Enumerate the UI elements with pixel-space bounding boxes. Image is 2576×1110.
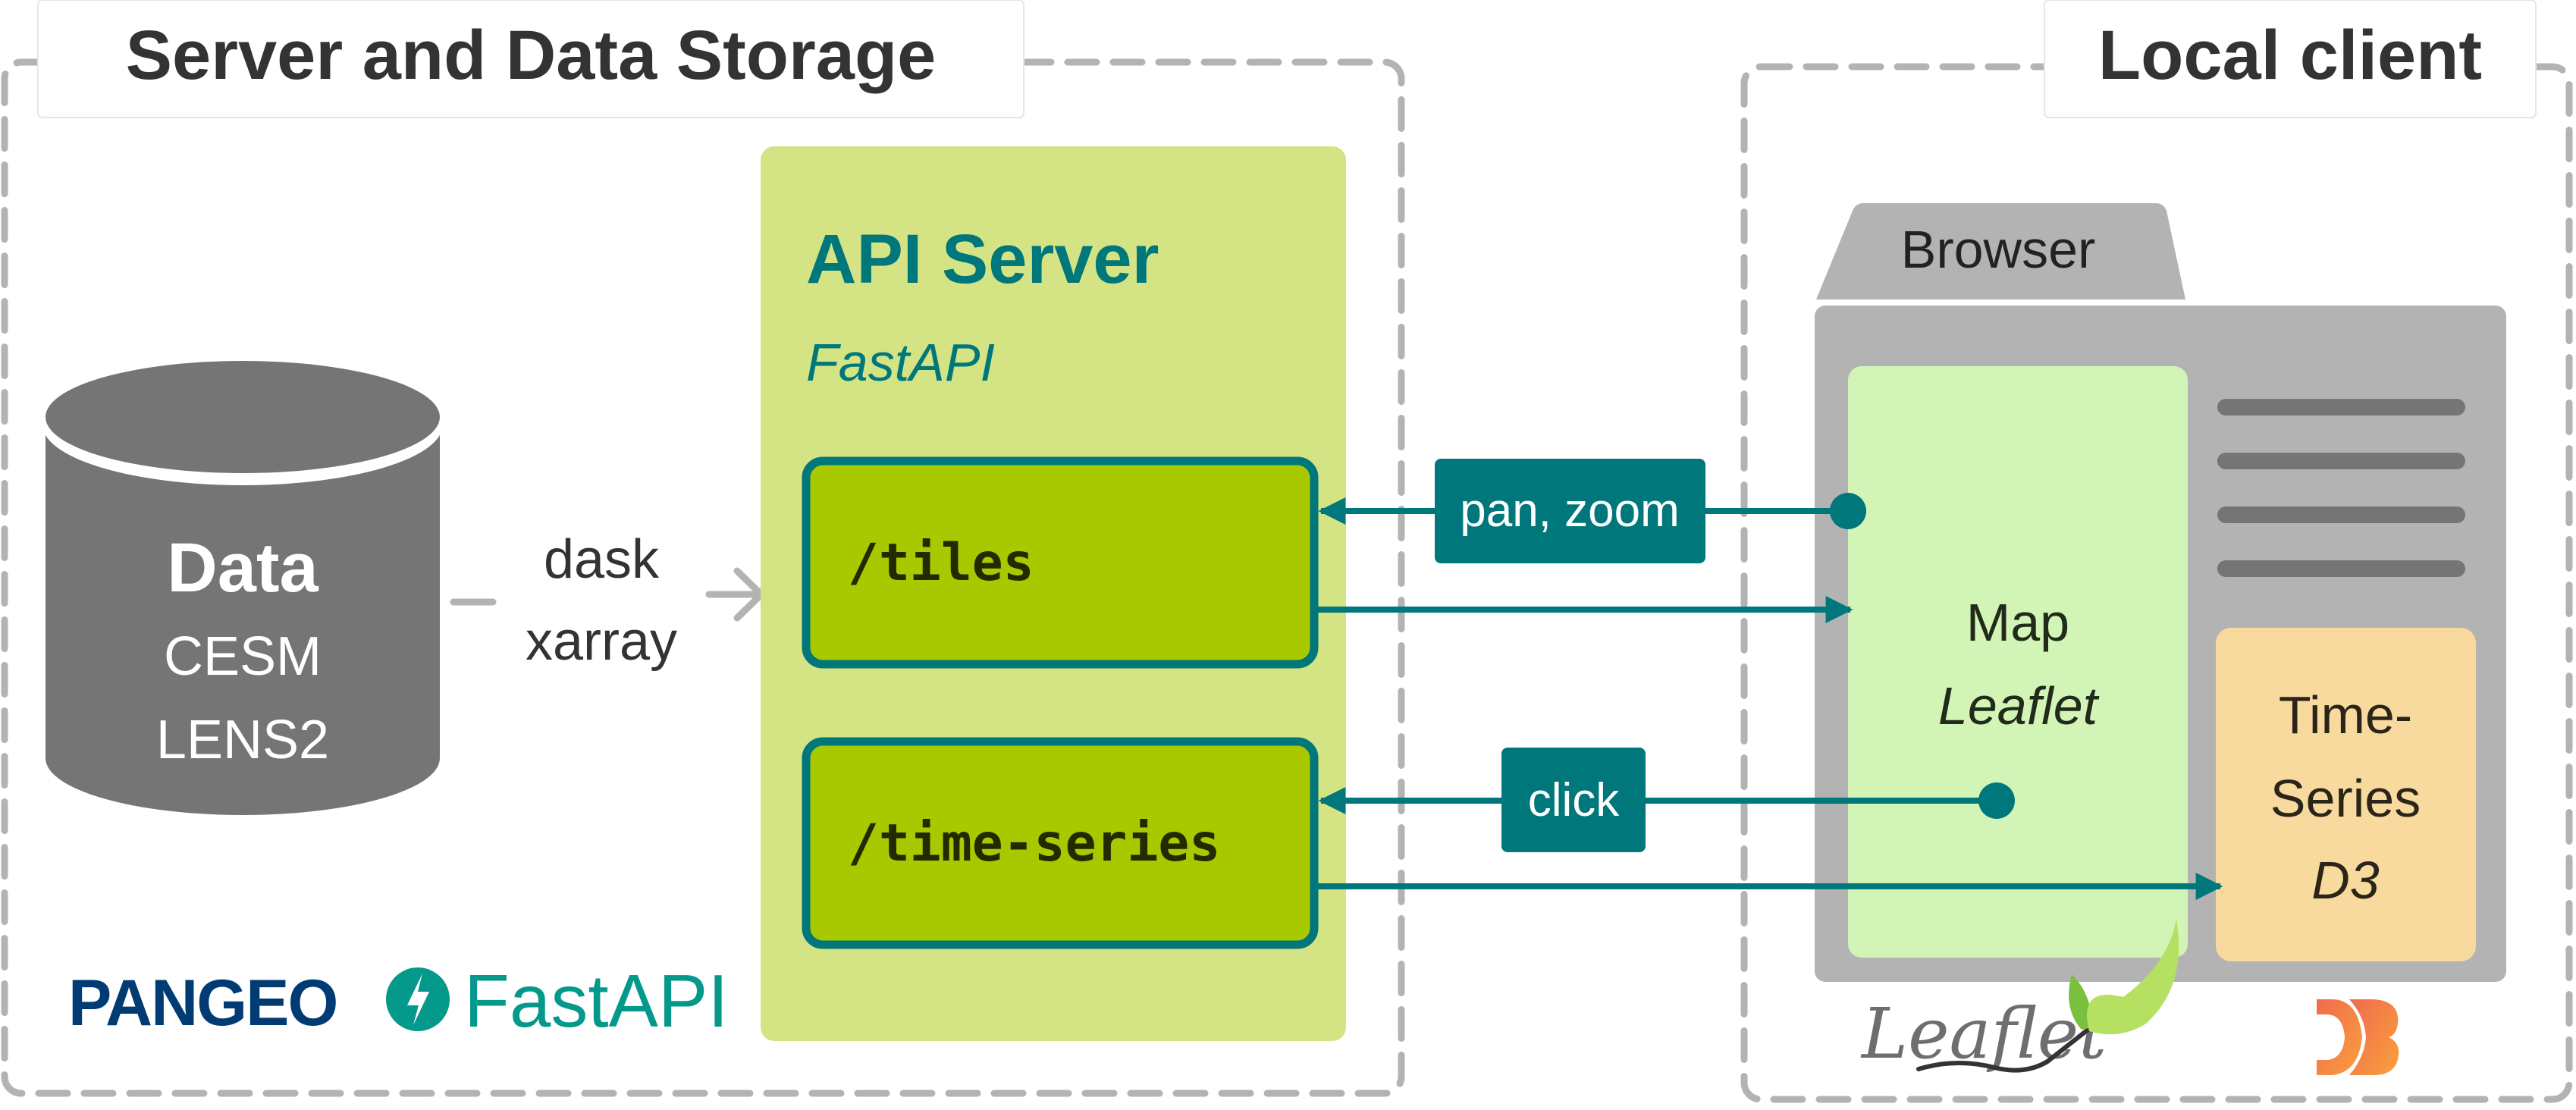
d3-logo-d-shape — [2317, 999, 2362, 1075]
click-origin-dot — [1978, 782, 2015, 819]
api-server-subtitle: FastAPI — [806, 333, 995, 392]
timeseries-title-line-2: Series — [2270, 769, 2421, 828]
client-group-title: Local client — [2098, 17, 2482, 94]
browser-tab-label: Browser — [1901, 220, 2096, 279]
pangeo-logo-text: PANGEO — [68, 967, 337, 1039]
pan-zoom-label-text: pan, zoom — [1460, 484, 1680, 537]
click-label: click — [1501, 748, 1646, 852]
api-server: API Server FastAPI /tiles /time-series — [761, 146, 1346, 1041]
data-store-line-2: LENS2 — [156, 710, 329, 770]
endpoint-tiles[interactable]: /tiles — [802, 456, 1319, 669]
leaflet-leaf-large-icon — [2087, 919, 2179, 1035]
fastapi-logo-text: FastAPI — [464, 959, 729, 1043]
pan-zoom-origin-dot — [1830, 493, 1866, 529]
cylinder-body — [45, 425, 440, 815]
browser-window: Browser Map Leaflet Time- Series D3 — [1815, 203, 2506, 982]
pan-zoom-label: pan, zoom — [1435, 459, 1705, 563]
api-server-title: API Server — [806, 221, 1159, 298]
pangeo-logo: PANGEO — [68, 967, 338, 1039]
client-group-title-box — [2044, 0, 2537, 118]
fastapi-logo: FastAPI — [386, 959, 729, 1043]
endpoint-time-series-label: /time-series — [848, 814, 1220, 873]
d3-logo-3-shape — [2349, 999, 2399, 1075]
endpoint-tiles-label: /tiles — [848, 533, 1034, 593]
leaflet-logo: Leaflet — [1860, 919, 2179, 1074]
client-group: Local client — [1740, 0, 2573, 1103]
server-group-title-box — [37, 0, 1024, 118]
data-store-cylinder: Data CESM LENS2 — [42, 361, 443, 815]
map-panel[interactable] — [1848, 366, 2188, 958]
timeseries-panel[interactable] — [2216, 628, 2476, 961]
browser-tab[interactable] — [1816, 203, 2185, 299]
sidebar-text-lines — [2217, 399, 2465, 577]
data-connector: dask xarray — [450, 529, 765, 672]
data-store-line-1: CESM — [164, 626, 322, 687]
cylinder-top — [45, 361, 440, 473]
click-label-text: click — [1528, 774, 1621, 826]
data-store-title: Data — [167, 529, 318, 607]
leaflet-logo-text: Leaflet — [1860, 993, 2107, 1074]
connector-label-dask: dask — [544, 529, 660, 590]
server-group-title: Server and Data Storage — [126, 17, 937, 94]
map-panel-title: Map — [1966, 593, 2069, 652]
timeseries-library: D3 — [2311, 851, 2380, 910]
connector-arrow-icon — [705, 567, 765, 622]
connector-label-xarray: xarray — [526, 611, 677, 672]
timeseries-title-line-1: Time- — [2279, 685, 2412, 745]
endpoint-time-series[interactable]: /time-series — [802, 737, 1319, 949]
map-panel-library: Leaflet — [1938, 676, 2100, 735]
d3-logo — [2317, 999, 2399, 1075]
server-group: Server and Data Storage — [1, 0, 1405, 1097]
leaflet-branch-icon — [1916, 1018, 2103, 1073]
